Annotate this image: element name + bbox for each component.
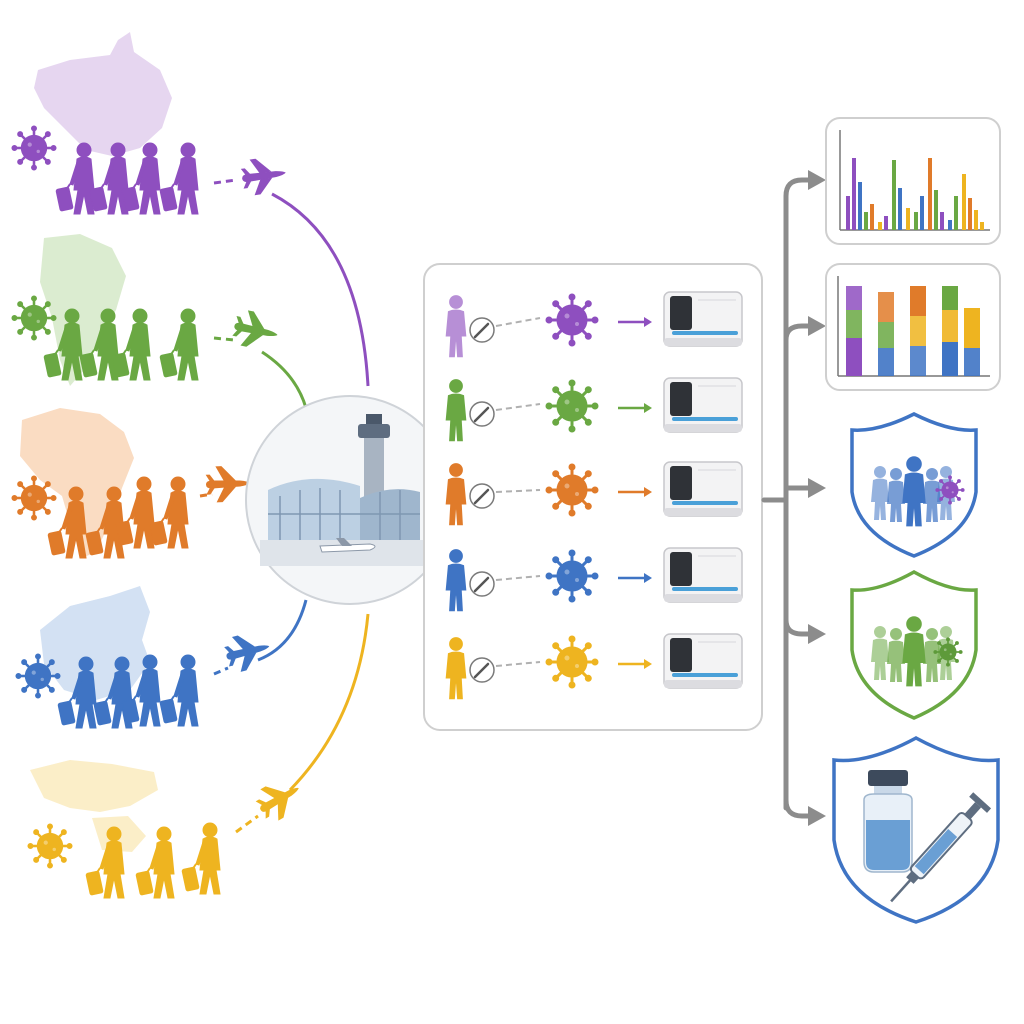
virus-icon bbox=[932, 636, 964, 668]
swab-icon bbox=[468, 400, 496, 428]
oceania-map bbox=[30, 760, 158, 812]
sequencer-icon bbox=[663, 377, 743, 433]
population-shield-green bbox=[850, 569, 978, 720]
virus-icon bbox=[10, 474, 58, 522]
region-asia bbox=[14, 586, 274, 729]
vaccine-syringe-icon bbox=[863, 770, 992, 903]
screening-row bbox=[445, 461, 743, 526]
stacked-bar-chart-icon bbox=[846, 286, 980, 376]
distribution-arrows bbox=[761, 177, 811, 819]
screening-row bbox=[445, 547, 743, 612]
region-south-america bbox=[10, 234, 282, 386]
travelers-asia bbox=[56, 654, 199, 729]
north-america-map bbox=[34, 32, 172, 156]
region-north-america bbox=[10, 32, 289, 215]
screening-row bbox=[445, 633, 743, 700]
screening-panel bbox=[423, 263, 763, 731]
sequencer-icon bbox=[663, 461, 743, 517]
screening-row bbox=[445, 291, 743, 358]
virus-icon bbox=[10, 294, 58, 342]
airplane-icon bbox=[230, 308, 282, 353]
airport-icon bbox=[260, 414, 440, 566]
region-africa bbox=[10, 408, 251, 559]
swab-icon bbox=[468, 482, 496, 510]
virus-icon bbox=[10, 124, 58, 172]
airplane-icon bbox=[222, 628, 274, 675]
virus-icon bbox=[544, 378, 600, 434]
sequencer-icon bbox=[663, 547, 743, 603]
stacked-composition-chart bbox=[825, 263, 1001, 391]
swab-icon bbox=[468, 570, 496, 598]
virus-icon bbox=[544, 634, 600, 690]
swab-icon bbox=[468, 656, 496, 684]
asia-map bbox=[40, 586, 150, 700]
swab-icon bbox=[468, 316, 496, 344]
travelers-south-america bbox=[42, 308, 199, 381]
virus-icon bbox=[934, 474, 966, 506]
travelers-north-america bbox=[54, 142, 199, 215]
screening-row bbox=[445, 377, 743, 442]
virus-icon bbox=[544, 292, 600, 348]
sequencer-icon bbox=[663, 291, 743, 347]
variant-frequency-chart bbox=[825, 117, 1001, 245]
vaccine-shield bbox=[832, 736, 1000, 924]
region-oceania bbox=[26, 760, 308, 899]
virus-icon bbox=[26, 822, 74, 870]
arrow-heads bbox=[808, 170, 826, 826]
airplane-icon bbox=[239, 154, 289, 197]
population-shield-blue bbox=[850, 412, 978, 558]
bar-chart-icon bbox=[846, 158, 984, 230]
virus-icon bbox=[544, 548, 600, 604]
virus-icon bbox=[544, 462, 600, 518]
airplane-icon bbox=[205, 465, 251, 503]
airport-hub bbox=[245, 395, 455, 605]
virus-icon bbox=[14, 652, 62, 700]
sequencer-icon bbox=[663, 633, 743, 689]
